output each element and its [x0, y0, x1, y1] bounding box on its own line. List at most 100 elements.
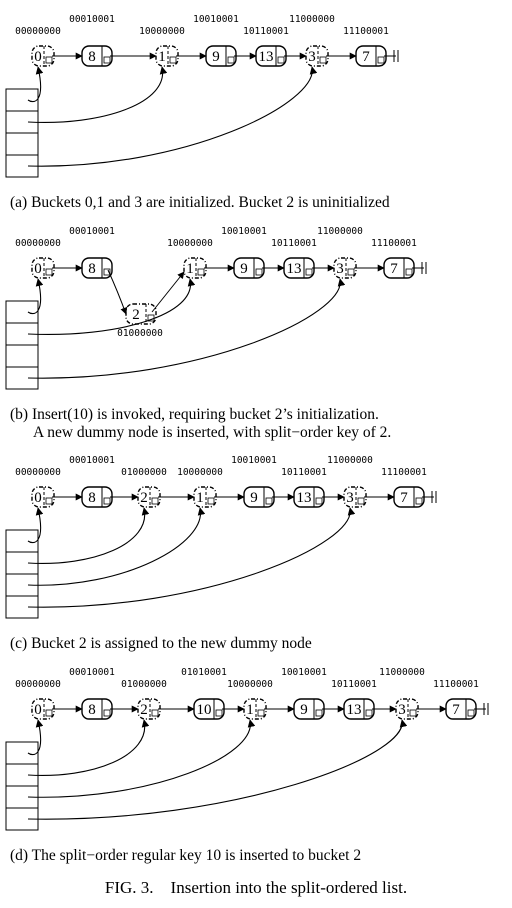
pointer-cell-icon: [227, 56, 235, 64]
panel-b-node-13: 13: [283, 257, 315, 279]
pointer-cell-icon: [277, 56, 285, 64]
panel-a-split-order-bits: 11000000: [289, 14, 335, 25]
panel-b-node-key: 7: [390, 261, 398, 277]
panel-d-caption: (d) The split−order regular key 10 is in…: [10, 847, 361, 864]
panel-a-bucket-pointer: [27, 66, 44, 103]
bucket-slot: [5, 300, 39, 324]
panel-a-node-8: 8: [81, 45, 113, 67]
panel-c-bucket-pointer: [27, 507, 44, 544]
panel-d-node-7: 7: [445, 698, 477, 720]
panel-b-node-8: 8: [81, 257, 113, 279]
pointer-cell-icon: [103, 56, 111, 64]
panel-b-split-order-bits: 11100001: [371, 238, 417, 249]
pointer-cell-icon: [169, 56, 177, 64]
pointer-cell-icon: [103, 268, 111, 276]
pointer-cell-icon: [347, 268, 355, 276]
pointer-cell-icon: [315, 497, 323, 505]
panel-b-node-0: 0: [31, 257, 55, 279]
panel-d-bucket-pointer: [27, 719, 408, 820]
pointer-cell-icon: [103, 497, 111, 505]
panel-c-node-1: 1: [193, 486, 217, 508]
panel-c-caption: (c) Bucket 2 is assigned to the new dumm…: [10, 635, 312, 652]
panel-b-pending-node-2: 2: [125, 303, 157, 325]
panel-c-node-key: 1: [196, 490, 204, 506]
panel-a-node-7: 7: [355, 45, 387, 67]
panel-c-split-order-bits: 11000000: [327, 455, 373, 466]
panel-d-bucket-pointer: [27, 719, 44, 756]
bucket-slot: [5, 529, 39, 553]
panel-b-split-order-bits: 10010001: [221, 226, 267, 237]
panel-d-split-order-bits: 00000000: [15, 679, 61, 690]
panel-d-split-order-bits: 11000000: [379, 667, 425, 678]
panel-c-node-key: 3: [346, 490, 354, 506]
panel-d-split-order-bits: 10010001: [281, 667, 327, 678]
panel-d-node-key: 0: [34, 702, 42, 718]
pointer-cell-icon: [365, 709, 373, 717]
panel-b-caption: (b) Insert(10) is invoked, requiring buc…: [10, 406, 379, 423]
panel-d-split-order-bits: 01010001: [181, 667, 227, 678]
panel-b-bucket-array: [5, 300, 39, 390]
panel-c-split-order-bits: 10110001: [281, 467, 327, 478]
panel-d-bucket-array: [5, 741, 39, 831]
panel-b-node-key: 1: [186, 261, 194, 277]
panel-d-node-key: 10: [197, 702, 212, 718]
panel-a-node-3: 3: [305, 45, 329, 67]
pointer-cell-icon: [257, 709, 265, 717]
panel-d-node-1: 1: [243, 698, 267, 720]
panel-a: 0000000008000100011100000009100100011310…: [5, 14, 399, 211]
panel-c-node-2: 2: [137, 486, 161, 508]
panel-d-node-13: 13: [343, 698, 375, 720]
panel-b: 0000000008000100011100000009100100011310…: [5, 226, 427, 441]
panel-b-bucket-pointer: [27, 278, 346, 379]
pointer-cell-icon: [357, 497, 365, 505]
panel-d-bucket-pointer: [27, 719, 256, 798]
pointer-cell-icon: [319, 56, 327, 64]
panel-c-node-9: 9: [243, 486, 275, 508]
panel-c-node-7: 7: [393, 486, 425, 508]
panel-d-node-key: 1: [246, 702, 254, 718]
panel-d-split-order-bits: 01000000: [121, 679, 167, 690]
panel-c-node-key: 7: [400, 490, 408, 506]
panel-d-split-order-bits: 10000000: [227, 679, 273, 690]
panel-d-node-8: 8: [81, 698, 113, 720]
panel-d-node-3: 3: [395, 698, 419, 720]
panel-b-node-1: 1: [183, 257, 207, 279]
pointer-cell-icon: [197, 268, 205, 276]
panel-b-node-key: 3: [336, 261, 344, 277]
panel-c-node-13: 13: [293, 486, 325, 508]
panel-a-node-key: 8: [88, 49, 96, 65]
panel-d-node-key: 7: [452, 702, 460, 718]
pointer-cell-icon: [467, 709, 475, 717]
panel-a-bucket-array: [5, 88, 39, 178]
panel-d-node-2: 2: [137, 698, 161, 720]
panel-b-node-7: 7: [383, 257, 415, 279]
panel-b-split-order-bits: 00010001: [69, 226, 115, 237]
panel-a-split-order-bits: 10000000: [139, 26, 185, 37]
panel-c-node-0: 0: [31, 486, 55, 508]
panel-d: 0000000008000100012010000001001010001110…: [5, 667, 489, 864]
panel-a-bucket-pointer: [27, 66, 318, 167]
panel-a-split-order-bits: 00000000: [15, 26, 61, 37]
panel-b-node-key: 13: [287, 261, 302, 277]
panel-a-node-key: 0: [34, 49, 42, 65]
panel-d-split-order-bits: 10110001: [331, 679, 377, 690]
panel-a-split-order-bits: 11100001: [343, 26, 389, 37]
panel-a-node-key: 1: [158, 49, 166, 65]
panel-a-node-key: 9: [212, 49, 220, 65]
panel-d-node-0: 0: [31, 698, 55, 720]
pointer-cell-icon: [45, 56, 53, 64]
panel-d-split-order-bits: 00010001: [69, 667, 115, 678]
pointer-cell-icon: [45, 709, 53, 717]
panel-b-node-key: 8: [88, 261, 96, 277]
pointer-cell-icon: [405, 268, 413, 276]
pointer-cell-icon: [265, 497, 273, 505]
panel-c-node-3: 3: [343, 486, 367, 508]
pointer-cell-icon: [151, 709, 159, 717]
pointer-cell-icon: [151, 497, 159, 505]
pointer-cell-icon: [45, 268, 53, 276]
panel-a-node-9: 9: [205, 45, 237, 67]
panel-c-split-order-bits: 10000000: [177, 467, 223, 478]
pointer-cell-icon: [305, 268, 313, 276]
panel-a-node-key: 3: [308, 49, 316, 65]
pointer-cell-icon: [207, 497, 215, 505]
